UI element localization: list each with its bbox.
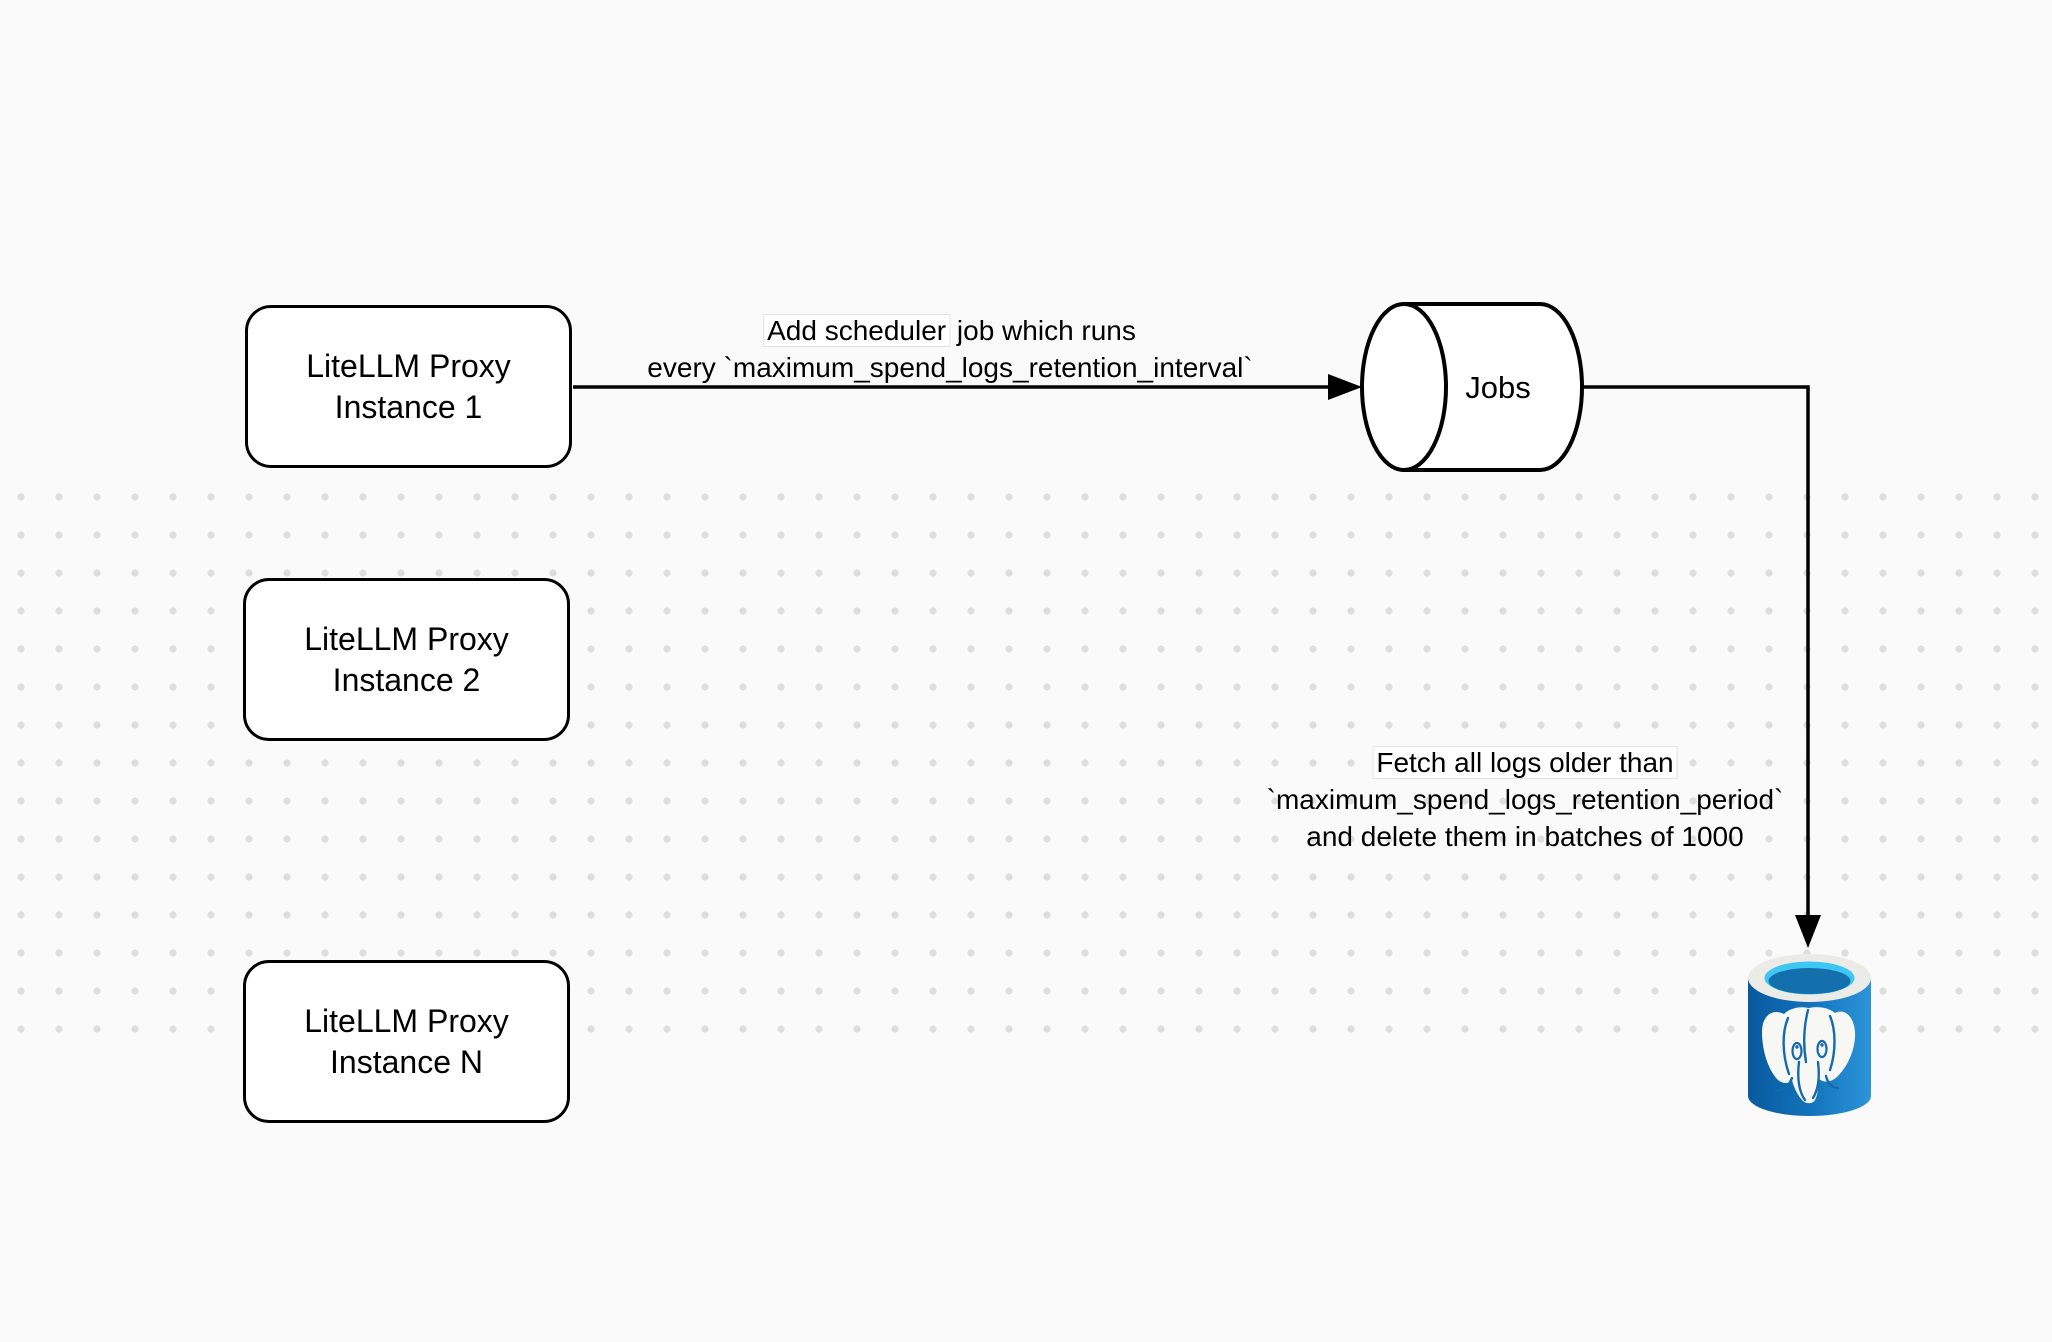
node-label-line2: Instance N xyxy=(330,1043,483,1080)
edge-label-fetch-line3: and delete them in batches of 1000 xyxy=(1306,821,1744,852)
node-label-line2: Instance 1 xyxy=(334,388,483,425)
jobs-queue-cylinder: Jobs xyxy=(1360,302,1584,472)
edge-label-schedule-line2: every `maximum_spend_logs_retention_inte… xyxy=(647,352,1253,383)
edge-label-schedule: Add scheduler job which runs every `maxi… xyxy=(647,312,1253,386)
edge-fetch-arrow xyxy=(1583,385,1821,948)
postgresql-database-icon xyxy=(1748,954,1871,1116)
dot-grid-background xyxy=(0,478,2052,1050)
node-label-line2: Instance 2 xyxy=(332,661,481,698)
edge-label-fetch-line2: `maximum_spend_logs_retention_period` xyxy=(1266,784,1784,815)
cylinder-face-icon xyxy=(1360,302,1448,472)
postgres-elephant-icon xyxy=(1762,1007,1856,1104)
arrowhead-right-icon xyxy=(1328,374,1362,400)
edge-label-highlight: Add scheduler xyxy=(764,315,950,346)
node-label-line1: LiteLLM Proxy xyxy=(304,620,509,657)
arrowhead-down-icon xyxy=(1795,915,1821,948)
edge-label-fetch: Fetch all logs older than `maximum_spend… xyxy=(1266,744,1784,855)
node-litellm-proxy-instance-1: LiteLLM Proxy Instance 1 xyxy=(245,305,572,468)
edge-schedule-arrow xyxy=(573,374,1362,400)
node-litellm-proxy-instance-2: LiteLLM Proxy Instance 2 xyxy=(243,578,570,741)
jobs-label: Jobs xyxy=(1465,370,1530,405)
edge-label-fetch-line1: Fetch all logs older than xyxy=(1267,744,1784,781)
node-litellm-proxy-instance-n: LiteLLM Proxy Instance N xyxy=(243,960,570,1123)
edge-label-schedule-line1: Add scheduler job which runs xyxy=(647,312,1252,349)
node-label-line1: LiteLLM Proxy xyxy=(306,347,511,384)
node-label-line1: LiteLLM Proxy xyxy=(304,1002,509,1039)
